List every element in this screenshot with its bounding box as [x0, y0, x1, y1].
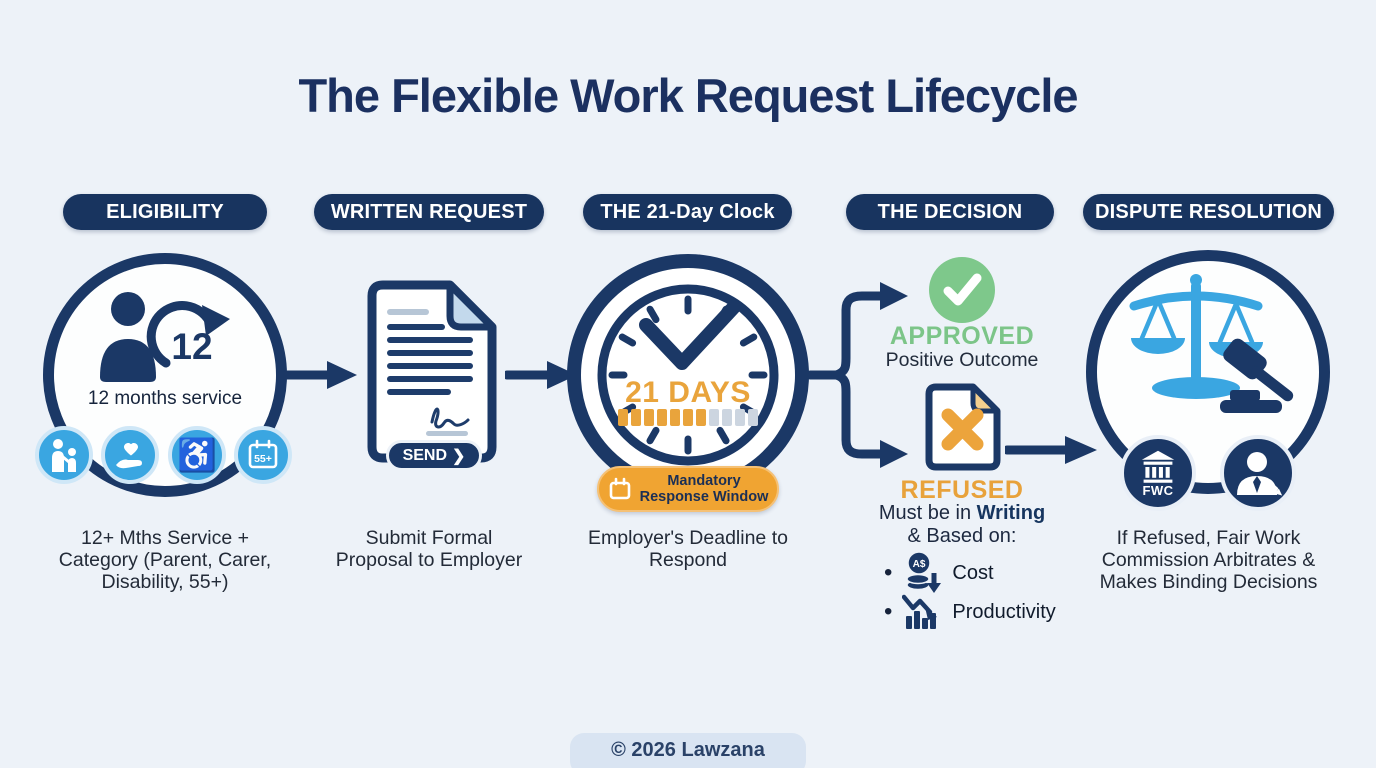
fwc-circle: FWC — [1120, 435, 1196, 511]
age-badge-text: 55+ — [254, 453, 272, 465]
disability-category-circle: ♿ — [168, 426, 226, 484]
send-label: SEND — [402, 446, 448, 464]
courthouse-icon — [1141, 450, 1175, 483]
reason-cost-row: • A$ Cost — [884, 552, 994, 594]
send-button: SEND ❯ — [386, 440, 482, 471]
stage-header-eligibility: ELIGIBILITY — [63, 194, 267, 230]
writing-prefix: Must be in — [878, 502, 972, 524]
productivity-decline-icon — [902, 594, 938, 629]
days-label: 21 DAYS — [625, 376, 751, 409]
calendar-icon — [609, 477, 630, 500]
fwc-label: FWC — [1142, 482, 1174, 498]
arrow-refused-to-dispute — [1005, 436, 1097, 464]
decision-branch-arrows — [805, 282, 908, 468]
reason-cost-label: Cost — [952, 561, 994, 584]
written-request-document-icon — [367, 280, 497, 463]
arbitrator-person-icon — [1237, 452, 1283, 496]
check-icon — [943, 273, 982, 306]
cost-coins-icon: A$ — [906, 552, 942, 593]
scales-gavel-icon — [1129, 274, 1294, 413]
refused-label: REFUSED — [900, 476, 1024, 504]
stage-header-written-request: WRITTEN REQUEST — [314, 194, 544, 230]
calendar-55-icon: 55+ — [248, 439, 278, 469]
approved-subtitle: Positive Outcome — [885, 349, 1039, 371]
refused-writing-line: Must be in Writing — [837, 502, 1087, 525]
stage-header-21-day-clock: THE 21-Day Clock — [583, 194, 792, 230]
age-category-circle: 55+ — [234, 426, 292, 484]
arrow-eligibility-to-request — [283, 361, 357, 389]
caption-clock: Employer's Deadline to Respond — [588, 527, 788, 571]
arrow-request-to-clock — [505, 361, 577, 389]
badge-line1: Mandatory — [667, 473, 741, 489]
person-cycle-icon: 12 — [100, 292, 230, 382]
chevron-right-icon: ❯ — [452, 447, 466, 465]
approved-check-circle — [929, 257, 995, 323]
bullet-icon: • — [884, 598, 893, 625]
caption-written-request: Submit Formal Proposal to Employer — [335, 527, 523, 571]
footer-brand: © 2026 Lawzana — [570, 733, 806, 768]
parent-category-circle — [35, 426, 93, 484]
carer-category-circle — [101, 426, 159, 484]
reason-productivity-row: • Productivity — [884, 592, 1056, 632]
reason-productivity-label: Productivity — [952, 600, 1056, 623]
currency-text: A$ — [913, 559, 926, 570]
response-window-badge: Mandatory Response Window — [597, 466, 779, 512]
parent-child-icon — [52, 439, 76, 472]
bullet-icon: • — [884, 559, 893, 586]
arbitrator-circle — [1220, 435, 1296, 511]
approved-label: APPROVED — [889, 322, 1035, 350]
hand-heart-icon — [116, 443, 142, 469]
caption-dispute: If Refused, Fair Work Commission Arbitra… — [1099, 527, 1318, 593]
stage-header-decision: THE DECISION — [846, 194, 1054, 230]
progress-bar — [560, 409, 816, 426]
clock-icon — [567, 254, 809, 496]
refused-document-icon — [925, 383, 1001, 471]
refused-based-on: & Based on: — [907, 525, 1017, 547]
cycle-number: 12 — [171, 326, 212, 367]
caption-eligibility: 12+ Mths Service + Category (Parent, Car… — [58, 527, 272, 593]
wheelchair-icon: ♿ — [177, 437, 217, 473]
page-title: The Flexible Work Request Lifecycle — [298, 69, 1078, 122]
writing-word: Writing — [976, 502, 1046, 524]
stage-header-dispute-resolution: DISPUTE RESOLUTION — [1083, 194, 1334, 230]
service-label: 12 months service — [87, 388, 243, 409]
badge-line2: Response Window — [639, 489, 769, 505]
